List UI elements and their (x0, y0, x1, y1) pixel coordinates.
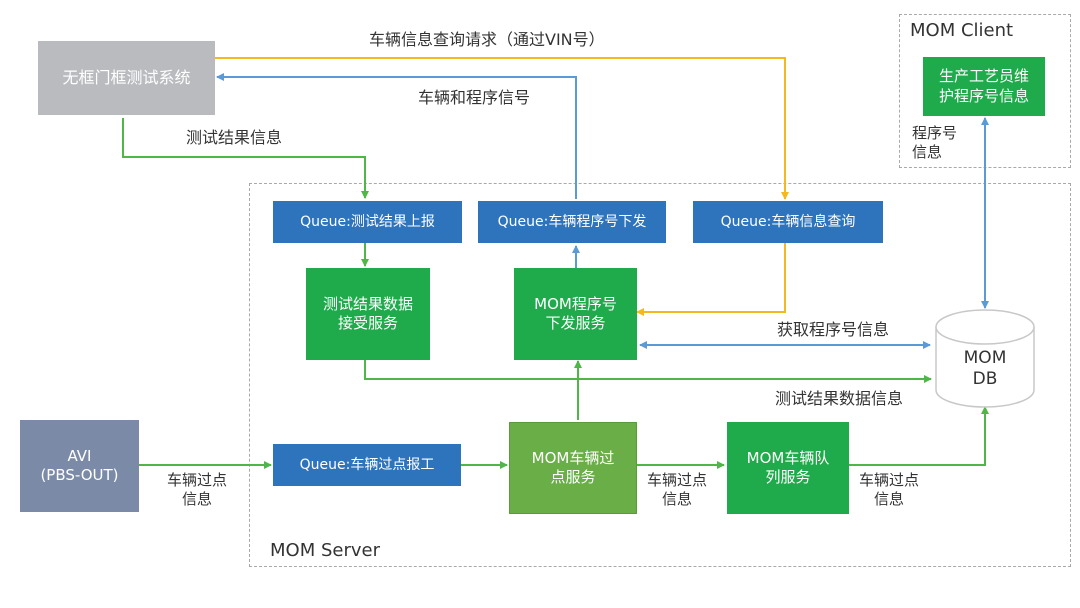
program-dispatch-service-box: MOM程序号 下发服务 (514, 268, 637, 360)
label-pass-info-1: 车辆过点 信息 (166, 471, 227, 508)
edge-queue-svc-to-db (849, 406, 989, 466)
vehicle-pass-service-box: MOM车辆过 点服务 (509, 422, 637, 514)
queue-vehicle-pass-box: Queue:车辆过点报工 (273, 444, 461, 486)
mom-db-cylinder (935, 309, 1035, 408)
mom-server-label: MOM Server (270, 540, 380, 561)
edge-info-to-program (636, 243, 786, 316)
mom-db-label: MOM DB (963, 348, 1007, 390)
queue-vehicle-info-box: Queue:车辆信息查询 (693, 201, 883, 243)
edge-test-data (364, 360, 932, 383)
queue-test-result-box: Queue:测试结果上报 (273, 201, 462, 243)
label-program-no: 程序号 信息 (912, 124, 958, 161)
label-test-result: 测试结果信息 (186, 128, 283, 147)
label-get-program: 获取程序号信息 (777, 320, 890, 339)
label-pass-info-3: 车辆过点 信息 (858, 471, 919, 508)
edge-vehicle-program (216, 73, 577, 199)
label-vin-query: 车辆信息查询请求（通过VIN号） (369, 30, 605, 49)
label-test-data: 测试结果数据信息 (775, 389, 904, 408)
mom-client-label: MOM Client (910, 20, 1014, 41)
test-system-box: 无框门框测试系统 (38, 41, 215, 115)
mom-server-group (249, 183, 1071, 567)
queue-vehicle-program-box: Queue:车辆程序号下发 (478, 201, 666, 243)
edge-vin-query (215, 57, 789, 200)
edge-test-result (122, 118, 369, 199)
label-pass-info-2: 车辆过点 信息 (646, 471, 707, 508)
client-maintain-program-box: 生产工艺员维 护程序号信息 (923, 57, 1045, 116)
vehicle-queue-service-box: MOM车辆队 列服务 (727, 422, 849, 514)
test-data-receive-service-box: 测试结果数据 接受服务 (306, 268, 430, 360)
label-vehicle-program: 车辆和程序信号 (418, 88, 531, 107)
avi-box: AVI (PBS-OUT) (20, 420, 139, 512)
